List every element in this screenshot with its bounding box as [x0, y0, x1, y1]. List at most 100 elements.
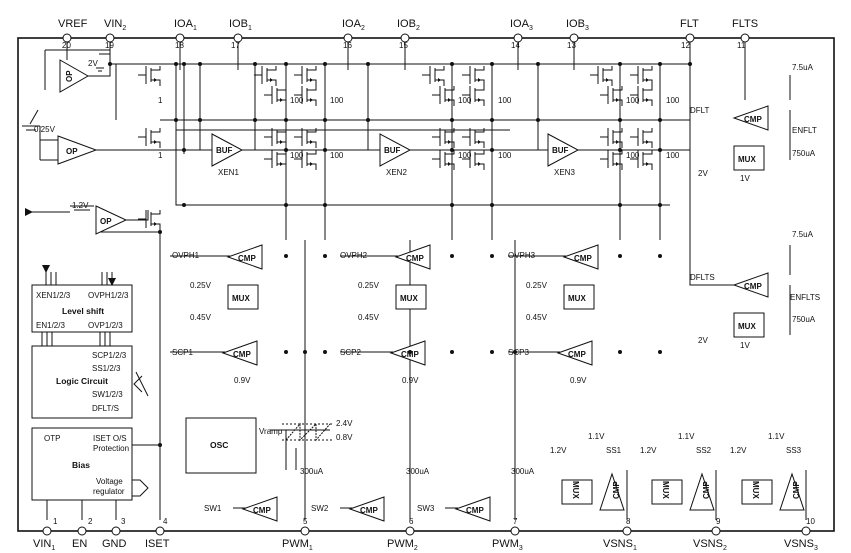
junction-dot: [323, 350, 327, 354]
mosfet: [462, 150, 485, 170]
svg-text:Voltage: Voltage: [96, 477, 123, 486]
v09-label: 0.9V: [234, 376, 251, 385]
pin-15: [400, 33, 410, 43]
svg-text:OSC: OSC: [210, 440, 228, 450]
pin-label-iset: ISET: [145, 538, 170, 550]
buffer-label: BUF: [384, 146, 401, 155]
pin-label-flt: FLT: [680, 18, 699, 30]
junction-dot: [198, 62, 202, 66]
pin-label-ioa3: IOA3: [510, 18, 533, 32]
v11-label: 1.1V: [588, 432, 605, 441]
op-amp-main: OP 0.25V: [22, 109, 98, 165]
mosfet: [254, 66, 277, 86]
ss-label-2: SS2: [696, 446, 712, 455]
cmp-label: CMP: [702, 481, 711, 499]
i300-label: 300uA: [300, 467, 324, 476]
pin-num-12: 12: [681, 41, 690, 50]
ratio-label: 100: [498, 96, 512, 105]
cmp-sw-2: CMP: [348, 496, 385, 522]
junction-dot: [303, 350, 307, 354]
junction-dot: [658, 254, 662, 258]
mosfet: [432, 150, 455, 170]
pin-num-9: 9: [716, 517, 721, 526]
cmp-label: CMP: [612, 481, 621, 499]
v12-label: 1.2V: [730, 446, 747, 455]
pin-label-flts: FLTS: [732, 18, 758, 30]
ss-label-3: SS3: [786, 446, 802, 455]
ratio-label: 1: [158, 151, 163, 160]
pin-label-pwm1: PWM1: [282, 538, 313, 552]
pin-14: [513, 33, 523, 43]
cmp-label: CMP: [574, 254, 592, 263]
ls-title: Level shift: [62, 306, 104, 316]
cmp-label: CMP: [238, 254, 256, 263]
i300-label: 300uA: [406, 467, 430, 476]
v12-label: 1.2V: [550, 446, 567, 455]
pin-9: [711, 526, 721, 536]
junction-dot: [450, 62, 454, 66]
mux-label: MUX: [738, 322, 756, 331]
cmp-label: CMP: [792, 481, 801, 499]
pin-label-iob3: IOB3: [566, 18, 589, 32]
junction-dot: [284, 62, 288, 66]
cmp-scp-3: CMP: [556, 340, 593, 366]
pin-num-3: 3: [121, 517, 126, 526]
mosfet: [600, 128, 623, 148]
junction-dot: [490, 62, 494, 66]
ls-in-left: XEN1/2/3: [36, 291, 71, 300]
mux-vsns-2: MUX: [651, 479, 683, 505]
svg-text:2.4V: 2.4V: [336, 419, 353, 428]
mosfet: [630, 128, 653, 148]
pin-18: [175, 33, 185, 43]
pin-num-1: 1: [53, 517, 58, 526]
pin-label-vin1: VIN1: [33, 538, 55, 552]
mosfet: [294, 66, 317, 86]
junction-dot: [284, 254, 288, 258]
junction-dot: [618, 254, 622, 258]
cmp-label: CMP: [744, 115, 762, 124]
bottom-pin-labels: VIN1 EN GND ISET PWM1 PWM2 PWM3 VSNS1 VS…: [33, 538, 818, 552]
logic-circuit-block: SCP1/2/3 SS1/2/3 Logic Circuit SW1/2/3 D…: [31, 345, 149, 419]
ratio-label: 100: [290, 151, 304, 160]
mosfet: [138, 210, 161, 230]
oscillator-block: OSC Vramp 2.4V 0.8V: [185, 417, 353, 474]
ls-in-right: OVPH1/2/3: [88, 291, 129, 300]
mosfet: [630, 66, 653, 86]
mosfet: [138, 128, 161, 148]
xen-label-3: XEN3: [554, 168, 575, 177]
mux-label: MUX: [738, 155, 756, 164]
scp-label-1: SCP1: [172, 348, 193, 357]
top-pin-labels: VREF VIN2 IOA1 IOB1 IOA2 IOB2 IOA3 IOB3 …: [58, 18, 758, 32]
pin-11: [740, 33, 750, 43]
junction-dot: [450, 350, 454, 354]
pin-circles: [42, 33, 811, 536]
v045-label: 0.45V: [358, 313, 380, 322]
cmp-label: CMP: [466, 506, 484, 515]
bottom-pin-numbers: 1 2 3 4 5 6 7 8 9 10: [53, 517, 815, 526]
mosfet: [294, 86, 317, 106]
v045-label: 0.45V: [190, 313, 212, 322]
enflt-label: ENFLT: [792, 126, 817, 135]
pin-label-pwm3: PWM3: [492, 538, 523, 552]
junction-dot: [450, 254, 454, 258]
pin-12: [685, 33, 695, 43]
junction-dot: [536, 118, 540, 122]
pin-6: [405, 526, 415, 536]
mosfet: [264, 86, 287, 106]
buffer-label: BUF: [216, 146, 233, 155]
pin-16: [343, 33, 353, 43]
pin-label-vref: VREF: [58, 18, 88, 30]
pin-num-8: 8: [626, 517, 631, 526]
junction-dot: [174, 62, 178, 66]
junction-dot: [108, 62, 112, 66]
v1-label-2: 1V: [740, 341, 750, 350]
ratio-label: 100: [290, 96, 304, 105]
junction-dot: [490, 148, 494, 152]
junction-dot: [323, 148, 327, 152]
svg-text:0.25V: 0.25V: [34, 125, 56, 134]
svg-text:SCP1/2/3: SCP1/2/3: [92, 351, 127, 360]
